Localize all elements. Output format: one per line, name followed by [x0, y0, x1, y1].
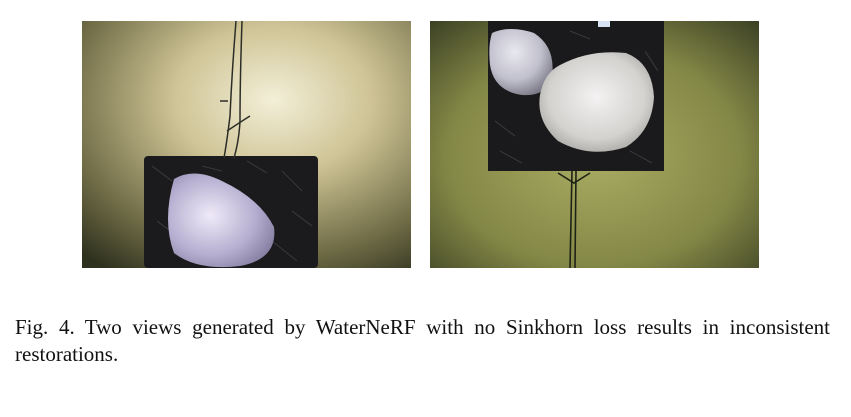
tag — [598, 21, 610, 27]
white-rock — [168, 173, 275, 268]
caption-text: Two views generated by WaterNeRF with no… — [15, 315, 830, 366]
figure-image-view-1 — [82, 21, 411, 268]
large-rock — [539, 52, 654, 152]
figure-label: Fig. 4. — [15, 315, 75, 339]
small-rock — [489, 29, 553, 96]
figure-caption: Fig. 4.Two views generated by WaterNeRF … — [15, 314, 830, 368]
underwater-photo-1 — [82, 21, 411, 268]
underwater-photo-2 — [430, 21, 759, 268]
figure-image-view-2 — [430, 21, 759, 268]
